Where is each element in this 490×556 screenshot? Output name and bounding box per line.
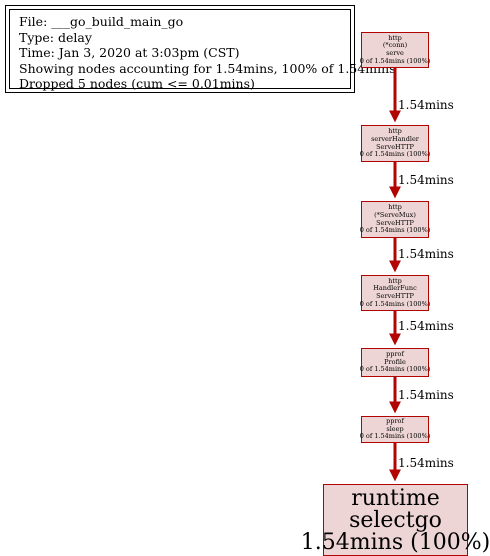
node-function-label: (*conn) bbox=[382, 41, 408, 50]
edge-label: 1.54mins bbox=[398, 98, 454, 112]
legend-dropped: Dropped 5 nodes (cum <= 0.01mins) bbox=[19, 76, 255, 91]
legend-inner-box: File: ___go_build_main_go Type: delay Ti… bbox=[9, 9, 396, 91]
node-function-label: ServeHTTP bbox=[376, 218, 414, 227]
legend-type: Type: delay bbox=[19, 29, 92, 45]
legend-time: Time: Jan 3, 2020 at 3:03pm (CST) bbox=[19, 45, 240, 60]
node-function-label: serve bbox=[386, 49, 404, 57]
edge-label: 1.54mins bbox=[398, 247, 454, 261]
node-stats-label: 1.54mins (100%) bbox=[300, 530, 490, 555]
node-function-label: selectgo bbox=[349, 508, 442, 533]
node-package-label: http bbox=[388, 276, 402, 285]
node-http-serverhandler-servehttp[interactable]: http serverHandler ServeHTTP 0 of 1.54mi… bbox=[359, 125, 431, 162]
edge-label: 1.54mins bbox=[398, 319, 454, 333]
node-package-label: pprof bbox=[386, 350, 404, 359]
node-stats-label: 0 of 1.54mins (100%) bbox=[359, 299, 431, 308]
node-http-conn-serve[interactable]: http (*conn) serve 0 of 1.54mins (100%) bbox=[359, 32, 431, 68]
node-function-label: ServeHTTP bbox=[376, 142, 414, 151]
node-runtime-selectgo[interactable]: runtime selectgo 1.54mins (100%) bbox=[301, 484, 490, 556]
legend-file: File: ___go_build_main_go bbox=[19, 14, 184, 29]
graph-legend: File: ___go_build_main_go Type: delay Ti… bbox=[5, 5, 396, 93]
node-function-label: sleep bbox=[386, 424, 404, 433]
node-pprof-sleep[interactable]: pprof sleep 0 of 1.54mins (100%) bbox=[359, 416, 431, 443]
node-pprof-profile[interactable]: pprof Profile 0 of 1.54mins (100%) bbox=[359, 348, 431, 377]
node-package-label: http bbox=[388, 127, 402, 136]
edge-label: 1.54mins bbox=[398, 173, 454, 187]
edge-label: 1.54mins bbox=[398, 388, 454, 402]
call-graph-edges bbox=[389, 68, 401, 482]
node-package-label: pprof bbox=[386, 417, 404, 426]
legend-showing: Showing nodes accounting for 1.54mins, 1… bbox=[19, 60, 396, 76]
node-package-label: runtime bbox=[351, 486, 440, 511]
node-stats-label: 0 of 1.54mins (100%) bbox=[359, 150, 431, 159]
node-stats-label: 0 of 1.54mins (100%) bbox=[359, 432, 431, 441]
node-function-label: Profile bbox=[384, 357, 406, 366]
node-function-label: serverHandler bbox=[371, 134, 419, 143]
node-stats-label: 0 of 1.54mins (100%) bbox=[359, 365, 431, 374]
node-package-label: http bbox=[388, 203, 402, 212]
node-stats-label: 0 of 1.54mins (100%) bbox=[359, 226, 431, 235]
node-stats-label: 0 of 1.54mins (100%) bbox=[359, 56, 431, 65]
node-http-servemux-servehttp[interactable]: http (*ServeMux) ServeHTTP 0 of 1.54mins… bbox=[359, 201, 431, 238]
node-http-handlerfunc-servehttp[interactable]: http HandlerFunc ServeHTTP 0 of 1.54mins… bbox=[359, 275, 431, 311]
node-function-label: (*ServeMux) bbox=[374, 210, 416, 219]
edge-label: 1.54mins bbox=[398, 456, 454, 470]
node-function-label: ServeHTTP bbox=[376, 292, 414, 300]
node-package-label: http bbox=[388, 33, 402, 42]
node-function-label: HandlerFunc bbox=[373, 284, 417, 293]
